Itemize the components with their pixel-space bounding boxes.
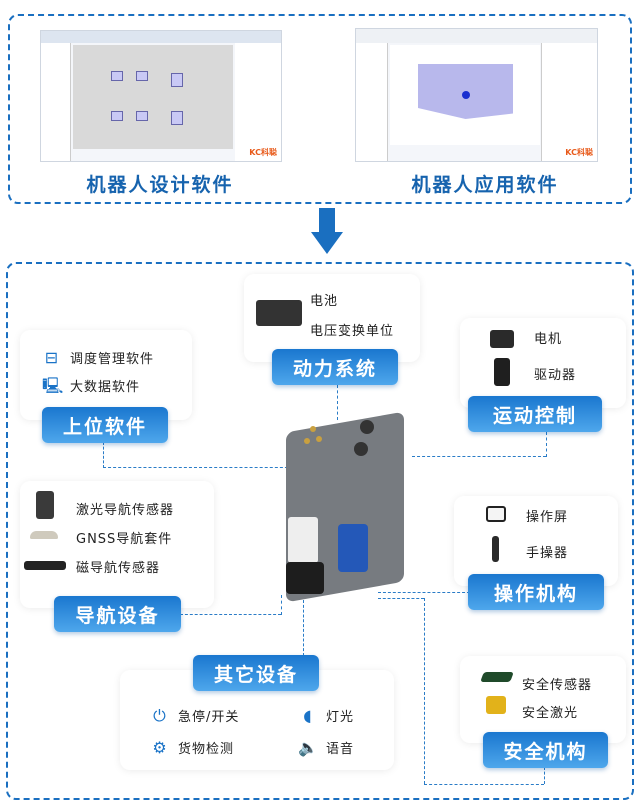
connector-line <box>180 614 281 615</box>
item-label: 激光导航传感器 <box>76 503 175 518</box>
application-software-screenshot: KC科聪 <box>355 28 598 162</box>
connector-line <box>424 784 544 785</box>
item-label: 手操器 <box>526 546 569 561</box>
gear-icon: ⚙ <box>152 737 168 757</box>
connector-line <box>281 595 282 615</box>
item-label: 安全传感器 <box>522 678 593 693</box>
other-devices-label: 其它设备 <box>193 655 319 691</box>
computer-network-icon: 🖳 <box>42 375 65 395</box>
connector-line <box>378 592 470 593</box>
power-system-card: 电池 电压变换单位 <box>244 274 420 362</box>
item-label: 急停/开关 <box>178 710 240 725</box>
software-section <box>8 14 632 204</box>
item-label: 操作屏 <box>526 510 569 525</box>
connector-line <box>546 432 547 457</box>
battery-image <box>256 300 302 326</box>
navigation-label: 导航设备 <box>54 596 181 632</box>
power-icon: ⏻ <box>153 705 167 725</box>
screen-image <box>486 506 506 522</box>
connector-line <box>103 467 293 468</box>
operating-mechanism-label: 操作机构 <box>468 574 604 610</box>
host-software-card: ⊟ 调度管理软件 🖳 大数据软件 <box>20 330 192 420</box>
item-label: 货物检测 <box>178 742 235 757</box>
connector-line <box>303 600 304 656</box>
down-arrow-head <box>311 232 343 254</box>
design-software-screenshot: KC科聪 <box>40 30 282 162</box>
item-label: 电机 <box>534 332 563 347</box>
connector-line <box>544 767 545 784</box>
host-software-label: 上位软件 <box>42 407 168 443</box>
light-icon: ◖ <box>303 705 313 725</box>
application-software-title: 机器人应用软件 <box>411 174 559 196</box>
kc-logo: KC科聪 <box>565 148 593 157</box>
laser-sensor-image <box>36 491 54 519</box>
item-label: 大数据软件 <box>70 380 141 395</box>
motion-control-card: 电机 驱动器 <box>460 318 626 408</box>
item-label: 磁导航传感器 <box>76 561 161 576</box>
item-label: 灯光 <box>326 710 355 725</box>
item-label: 安全激光 <box>522 706 579 721</box>
item-label: 语音 <box>326 742 355 757</box>
safety-mechanism-label: 安全机构 <box>483 732 608 768</box>
controller-section <box>6 262 634 800</box>
item-label: 驱动器 <box>534 368 577 383</box>
connector-line <box>424 598 425 784</box>
connector-line <box>103 442 104 468</box>
operating-mechanism-card: 操作屏 手操器 <box>454 496 618 586</box>
network-tree-icon: ⊟ <box>44 347 60 367</box>
item-label: 电池 <box>310 294 339 309</box>
safety-mechanism-card: 安全传感器 安全激光 <box>460 656 626 743</box>
design-software-title: 机器人设计软件 <box>86 174 234 196</box>
connector-line <box>337 385 338 420</box>
safety-laser-image <box>486 696 506 714</box>
handheld-controller-image <box>492 536 499 562</box>
down-arrow-icon <box>319 208 335 234</box>
item-label: 电压变换单位 <box>310 324 395 339</box>
power-system-label: 动力系统 <box>272 349 398 385</box>
driver-image <box>494 358 510 386</box>
safety-sensor-image <box>480 672 514 682</box>
item-label: 调度管理软件 <box>70 352 155 367</box>
magnetic-sensor-image <box>24 561 66 570</box>
navigation-card: 激光导航传感器 GNSS导航套件 磁导航传感器 <box>20 481 214 608</box>
gnss-antenna-image <box>30 531 58 539</box>
connector-line <box>412 456 546 457</box>
connector-line <box>378 598 424 599</box>
motion-control-label: 运动控制 <box>468 396 602 432</box>
controller-device-image <box>268 411 420 603</box>
motor-image <box>490 330 514 348</box>
speaker-icon: 🔈 <box>298 737 319 757</box>
item-label: GNSS导航套件 <box>76 532 173 547</box>
kc-logo: KC科聪 <box>249 148 277 157</box>
